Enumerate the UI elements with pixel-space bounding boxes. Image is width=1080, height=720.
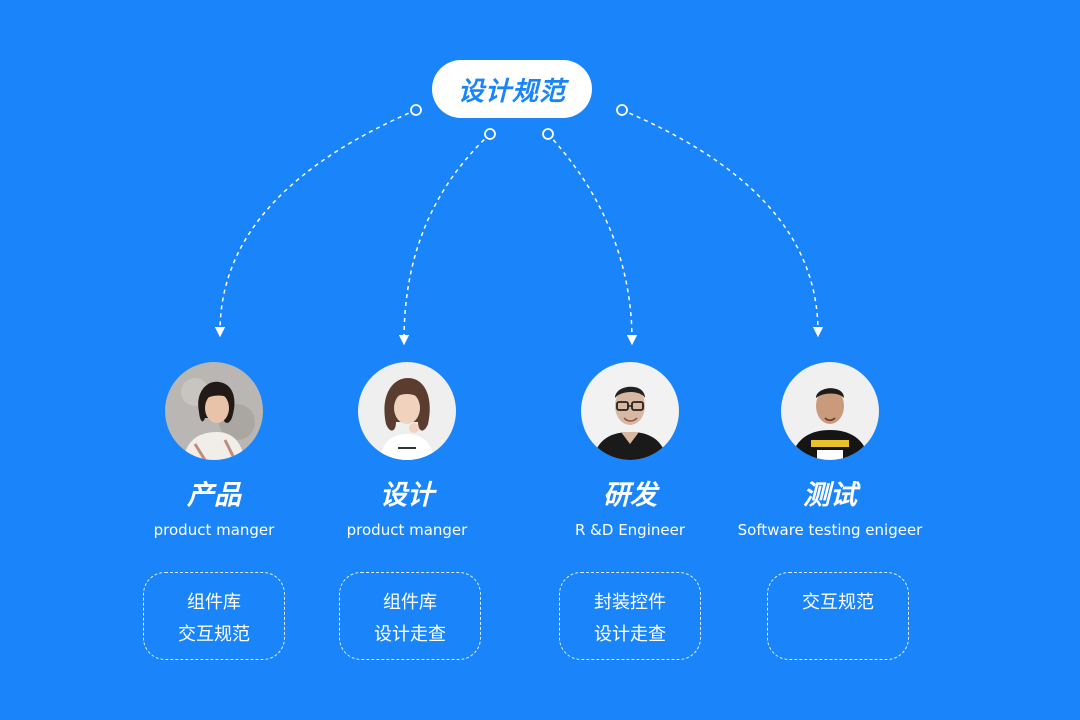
man-glasses-avatar-icon — [581, 362, 679, 460]
connector-line-test — [621, 109, 824, 338]
task-item: 封装控件 — [594, 592, 666, 613]
task-item: 组件库 — [383, 592, 437, 613]
root-node-label: 设计规范 — [457, 76, 566, 107]
connector-line-product — [214, 109, 417, 338]
role-card-dev: 研发 R &D Engineer — [510, 362, 750, 540]
connector-start-dot — [410, 104, 422, 116]
task-item: 设计走查 — [594, 624, 666, 645]
role-card-product: 产品 product manger — [94, 362, 334, 540]
role-title: 产品 — [187, 480, 241, 511]
role-title: 设计 — [380, 480, 434, 511]
connector-start-dot — [616, 104, 628, 116]
task-item: 设计走查 — [374, 624, 446, 645]
task-box-design: 组件库 设计走查 — [339, 572, 481, 660]
woman-long-hair-avatar-icon — [358, 362, 456, 460]
task-box-product: 组件库 交互规范 — [143, 572, 285, 660]
task-item: 交互规范 — [802, 592, 874, 613]
connector-start-dot — [542, 128, 554, 140]
task-box-dev: 封装控件 设计走查 — [559, 572, 701, 660]
task-box-test: 交互规范 — [767, 572, 909, 660]
task-item: 组件库 — [187, 592, 241, 613]
task-item: 交互规范 — [178, 624, 250, 645]
man-tshirt-avatar-icon — [781, 362, 879, 460]
connector-line-dev — [547, 133, 638, 346]
role-subtitle: product manger — [346, 521, 468, 539]
connector-start-dot — [484, 128, 496, 140]
role-subtitle: Software testing enigeer — [737, 521, 923, 539]
role-title: 研发 — [603, 480, 657, 511]
role-card-design: 设计 product manger — [287, 362, 527, 540]
connector-line-design — [398, 133, 491, 346]
woman-short-hair-avatar-icon — [165, 362, 263, 460]
role-title: 测试 — [803, 480, 857, 511]
role-subtitle: R &D Engineer — [574, 521, 685, 539]
role-subtitle: product manger — [153, 521, 275, 539]
root-node-pill: 设计规范 — [432, 60, 592, 118]
role-card-test: 测试 Software testing enigeer — [710, 362, 950, 540]
